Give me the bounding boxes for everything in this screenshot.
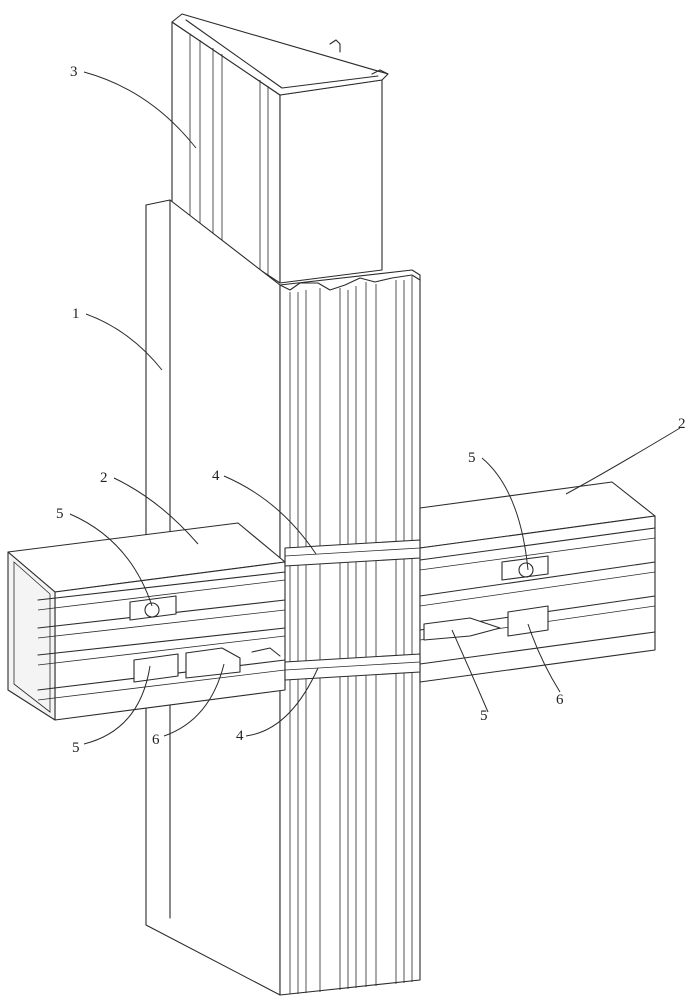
callout-label-5-left-lower: 5 xyxy=(72,740,80,756)
callout-label-6-right: 6 xyxy=(556,692,564,708)
callout-label-6-left: 6 xyxy=(152,732,160,748)
connector-bars-part-4 xyxy=(284,539,421,681)
callout-label-3: 3 xyxy=(70,64,78,80)
upper-profile-part-3 xyxy=(171,13,389,284)
transom-left-part-2 xyxy=(7,522,286,721)
callout-label-4-lower: 4 xyxy=(236,728,244,744)
callout-labels: 3 1 2 2 4 4 5 5 5 5 6 6 xyxy=(56,64,686,756)
callout-label-2-left: 2 xyxy=(100,470,108,486)
leader-lines xyxy=(69,71,681,745)
callout-label-5-right-upper: 5 xyxy=(468,450,476,466)
callout-label-1: 1 xyxy=(72,306,80,322)
callout-label-2-right: 2 xyxy=(678,416,686,432)
callout-label-4-upper: 4 xyxy=(212,468,220,484)
callout-label-5-right-lower: 5 xyxy=(480,708,488,724)
transom-right-part-2 xyxy=(419,481,656,683)
callout-label-5-left-upper: 5 xyxy=(56,506,64,522)
